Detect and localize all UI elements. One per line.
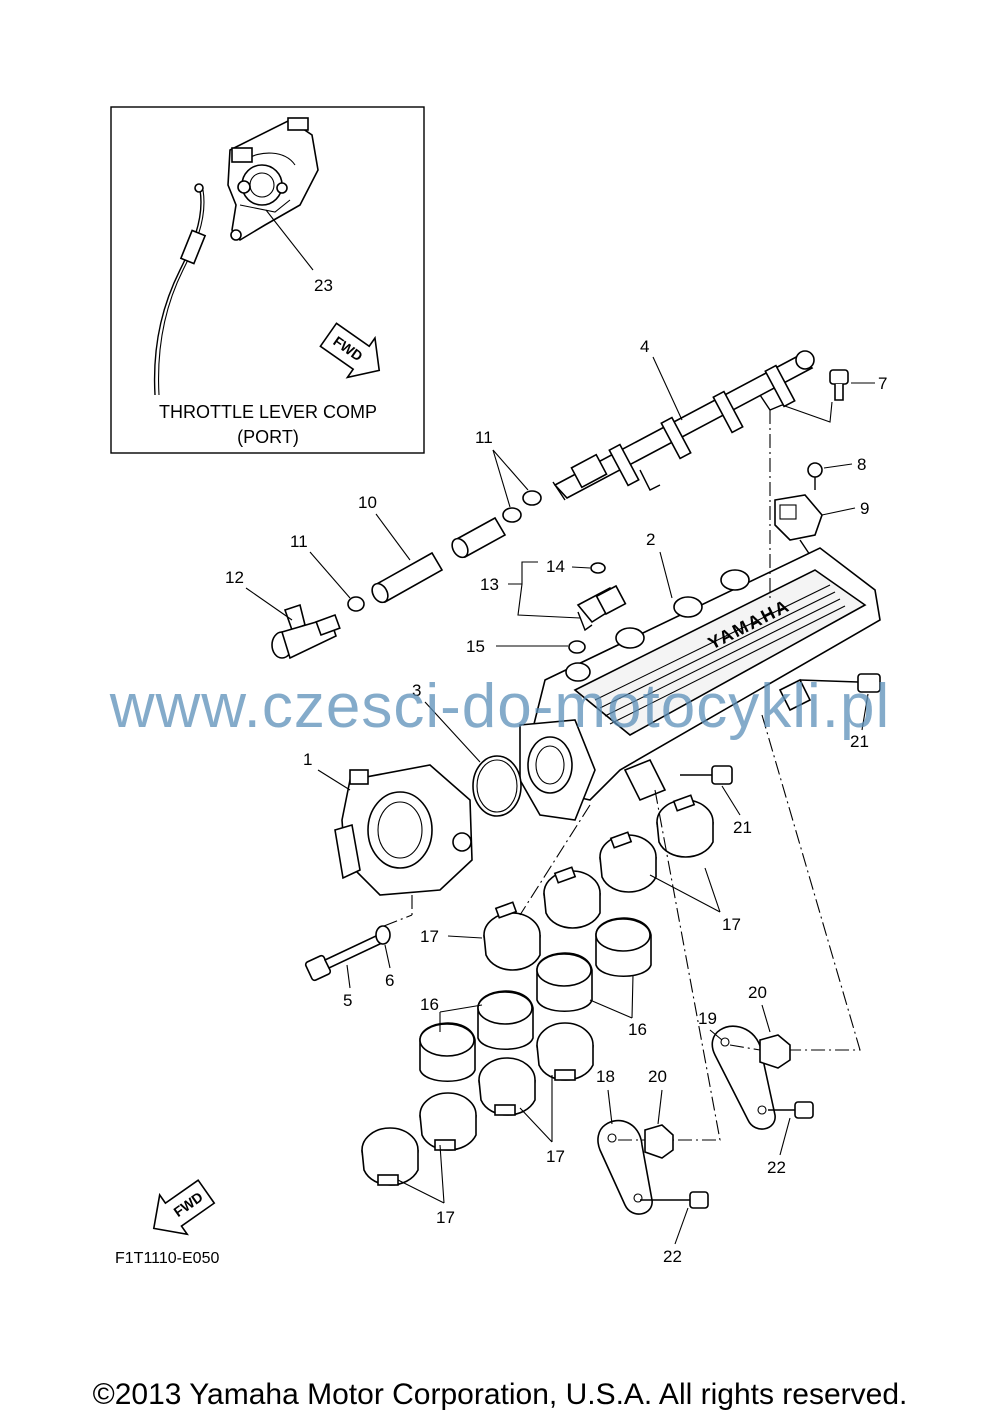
- callout-22-left: 22: [663, 1247, 682, 1266]
- callout-9: 9: [860, 499, 869, 518]
- throttle-lever-part: [227, 117, 319, 242]
- callout-3: 3: [412, 681, 421, 700]
- o-ring-14: [590, 562, 606, 574]
- sensor-9: [774, 494, 823, 556]
- callout-17-left: 17: [420, 927, 439, 946]
- callout-17-right: 17: [722, 915, 741, 934]
- callout-6: 6: [385, 971, 394, 990]
- callout-20-lower: 20: [648, 1067, 667, 1086]
- cable-adjuster: [179, 229, 207, 265]
- bolt-21-lower: [680, 765, 733, 785]
- callout-1: 1: [303, 750, 312, 769]
- bolt-22-right: [768, 1101, 814, 1119]
- callout-19: 19: [698, 1009, 717, 1028]
- washer-6: [375, 925, 391, 945]
- callout-20-upper: 20: [748, 983, 767, 1002]
- rubber-20-upper: [759, 1034, 791, 1069]
- callout-12: 12: [225, 568, 244, 587]
- clamps-17-lower: [361, 1022, 594, 1186]
- injector-13: [576, 584, 627, 632]
- callout-18: 18: [596, 1067, 615, 1086]
- callout-10: 10: [358, 493, 377, 512]
- callout-14: 14: [546, 557, 565, 576]
- hose-clamp-11b: [347, 596, 365, 612]
- callout-23: 23: [314, 276, 333, 295]
- callout-7: 7: [878, 374, 887, 393]
- fwd-arrow-inset: FWD: [319, 322, 381, 379]
- callout-13: 13: [480, 575, 499, 594]
- fuel-hose-10: [371, 516, 507, 604]
- callout-16-left: 16: [420, 995, 439, 1014]
- callout-17-lower-left: 17: [436, 1208, 455, 1227]
- callout-11-lower: 11: [290, 532, 308, 551]
- bolt-21-upper: [799, 673, 881, 693]
- callout-21-lower: 21: [733, 818, 752, 837]
- fitting-12: [271, 603, 341, 660]
- callout-22-right: 22: [767, 1158, 786, 1177]
- callout-21-upper: 21: [850, 732, 869, 751]
- fwd-arrow-main: FWD: [152, 1179, 216, 1236]
- callout-2: 2: [646, 530, 655, 549]
- bolt-22-left: [640, 1191, 709, 1209]
- callout-5: 5: [343, 991, 352, 1010]
- inset-throttle-lever: 23 FWD THROTTLE LEVER COMP (PORT): [110, 106, 425, 454]
- throttle-body: [334, 764, 473, 915]
- clamps-17-upper: [483, 799, 714, 971]
- callout-15: 15: [466, 637, 485, 656]
- gasket-3: [472, 755, 522, 817]
- callout-16-right: 16: [628, 1020, 647, 1039]
- callout-17-lower-right: 17: [546, 1147, 565, 1166]
- bracket-18: [597, 1119, 653, 1215]
- bolt-5: [304, 933, 384, 982]
- callout-4: 4: [640, 337, 649, 356]
- copyright-notice: ©2013 Yamaha Motor Corporation, U.S.A. A…: [92, 1378, 908, 1411]
- inset-title: THROTTLE LEVER COMP: [159, 402, 377, 422]
- fuel-rail: [552, 350, 815, 501]
- throttle-cable: [153, 189, 202, 396]
- callout-8: 8: [857, 455, 866, 474]
- diagram-code: F1T1110-E050: [115, 1250, 219, 1267]
- rubber-20-lower: [644, 1124, 674, 1159]
- seal-15: [568, 640, 586, 654]
- bolt-7: [829, 369, 849, 401]
- watermark: www.czesci-do-motocykli.pl: [109, 672, 891, 741]
- inset-subtitle: (PORT): [237, 427, 299, 447]
- inset-frame: [110, 106, 425, 454]
- screw-8: [807, 462, 823, 490]
- joints-16: [419, 917, 652, 1082]
- callout-11-upper: 11: [475, 428, 493, 447]
- hose-clamp-11a: [502, 490, 542, 523]
